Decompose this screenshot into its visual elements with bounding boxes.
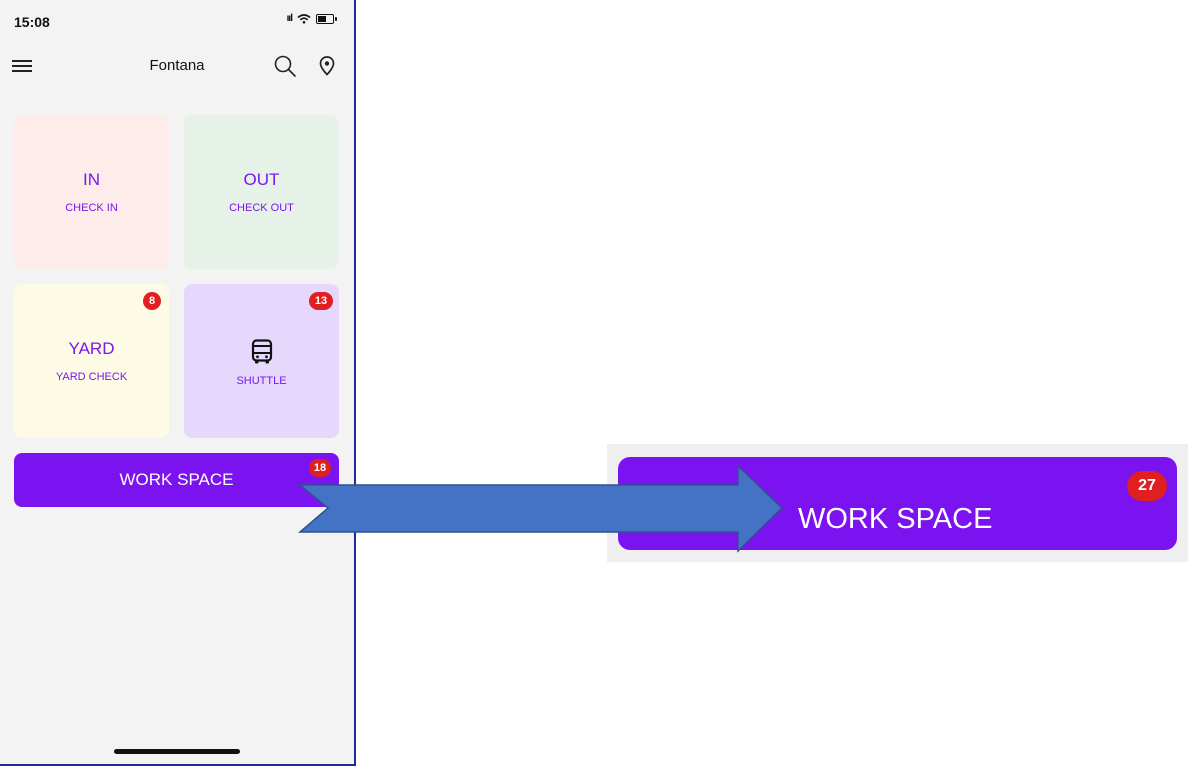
zoomed-work-space-panel: WORK SPACE 27 — [607, 444, 1188, 562]
wifi-icon — [297, 13, 311, 24]
yard-badge: 8 — [143, 292, 161, 310]
check-out-subtitle: CHECK OUT — [229, 202, 294, 214]
check-in-subtitle: CHECK IN — [65, 202, 118, 214]
work-space-button[interactable]: WORK SPACE 18 — [14, 453, 339, 507]
shuttle-badge: 13 — [309, 292, 333, 310]
nav-bar: Fontana — [0, 44, 354, 88]
check-in-title: IN — [83, 170, 100, 189]
check-in-tile[interactable]: IN CHECK IN — [14, 115, 169, 269]
yard-title: YARD — [68, 339, 115, 358]
location-pin-icon[interactable] — [318, 55, 336, 77]
zoomed-work-space-button[interactable]: WORK SPACE 27 — [618, 457, 1177, 550]
bus-icon — [251, 339, 272, 364]
check-out-title: OUT — [243, 170, 280, 189]
menu-icon[interactable] — [12, 60, 32, 72]
status-time: 15:08 — [14, 14, 50, 30]
work-space-label: WORK SPACE — [119, 470, 234, 489]
signal-icon: ııl — [286, 13, 293, 24]
phone-screen: 15:08 ııl Fontana IN CHECK IN OUT — [0, 0, 356, 766]
yard-check-tile[interactable]: 8 YARD YARD CHECK — [14, 284, 169, 438]
yard-subtitle: YARD CHECK — [55, 371, 128, 383]
battery-icon — [316, 13, 337, 24]
zoomed-work-space-badge: 27 — [1127, 471, 1167, 501]
zoomed-work-space-label: WORK SPACE — [798, 503, 993, 535]
check-out-tile[interactable]: OUT CHECK OUT — [184, 115, 339, 269]
search-icon[interactable] — [273, 54, 297, 78]
status-bar: 15:08 ııl — [0, 0, 354, 44]
shuttle-tile[interactable]: 13 SHUTTLE — [184, 284, 339, 438]
page-title: Fontana — [149, 57, 205, 74]
work-space-badge: 18 — [309, 459, 331, 477]
home-indicator — [114, 749, 240, 754]
shuttle-subtitle: SHUTTLE — [236, 375, 287, 387]
status-icons: ııl — [286, 13, 337, 24]
